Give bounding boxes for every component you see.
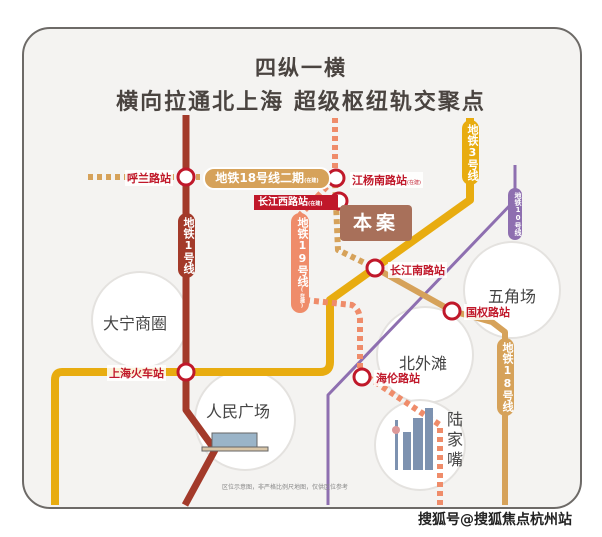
landmark-lujiazui [392,408,433,470]
landmark-renmin [201,432,269,452]
station-changjiangxi: 长江西路站(在建) [254,195,338,210]
disclaimer-note: 区位示意图，非严格比例尺地图，仅供区位参考 [222,484,349,491]
area-lujiazui: 陆家嘴 [447,410,464,469]
area-renmin: 人民广场 [206,402,271,421]
line-19-badge: 地铁19号线(在建) [291,213,309,313]
interchange-icon [442,301,462,321]
line-1-badge: 地铁1号线 [178,213,195,278]
interchange-icon [176,362,196,382]
interchange-icons [176,167,462,387]
watermark: 搜狐号@搜狐焦点杭州站 [418,512,572,528]
title-main: 四纵一横 [255,56,347,80]
station-shanghai-rail: 上海火车站 [107,365,166,381]
project-label: 本案 [340,205,412,241]
station-hulan: 呼兰路站 [125,170,173,186]
line-18-phase2-badge: 地铁18号线二期(在建) [203,167,331,190]
area-beiwaitan: 北外滩 [399,354,448,373]
station-changjiangnan: 长江南路站 [388,262,447,278]
line-10-badge: 地铁10号线 [508,188,522,240]
station-hailun: 海伦路站 [374,370,422,386]
station-jiangyangnan: 江杨南路站(在建) [350,172,423,188]
area-wujiaochang: 五角场 [488,287,537,306]
line-18-badge: 地铁18号线 [497,338,514,416]
title-sub: 横向拉通北上海 超级枢纽轨交聚点 [116,90,486,115]
station-guoquan: 国权路站 [464,304,512,320]
line-3-path [51,118,474,505]
line-3-badge: 地铁3号线 [462,120,479,185]
line-10-path [326,165,517,505]
area-daning: 大宁商圈 [103,314,168,333]
interchange-icon [176,167,196,187]
interchange-icon [352,367,372,387]
interchange-icon [365,258,385,278]
